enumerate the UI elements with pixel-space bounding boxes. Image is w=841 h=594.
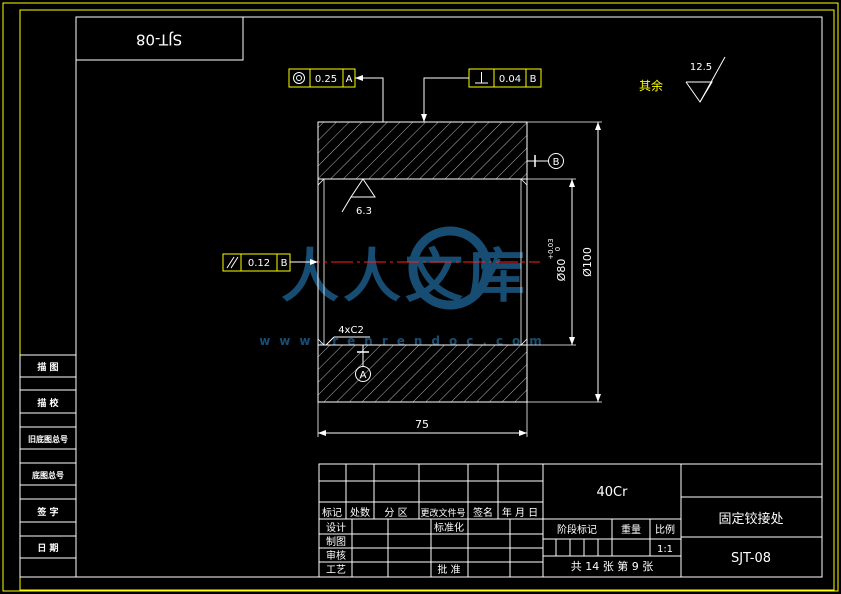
- parallelism-icon: [226, 256, 239, 269]
- perpendicularity-datum: B: [530, 74, 537, 85]
- weight-header: 重量: [621, 523, 641, 536]
- scale-value: 1:1: [657, 544, 673, 555]
- surface-finish-bore-value: 6.3: [356, 206, 372, 217]
- side-label-base-number: 底图总号: [31, 470, 64, 480]
- surface-finish-general: 其余 12.5: [639, 56, 726, 103]
- side-label-date: 日 期: [37, 542, 58, 554]
- rev-header-signature: 签名: [473, 506, 493, 519]
- surface-finish-general-value: 12.5: [690, 62, 712, 73]
- title-block: [318, 463, 823, 578]
- chamfer-callout: 4xC2: [325, 325, 370, 346]
- part-name: 固定铰接处: [718, 511, 783, 527]
- mirrored-part-code: SJT-08: [136, 31, 182, 49]
- rev-header-mark: 标记: [322, 507, 342, 519]
- perpendicularity-icon: [475, 72, 488, 84]
- side-label-signature: 签 字: [36, 506, 58, 518]
- datum-a-symbol: A: [355, 345, 371, 382]
- surface-finish-bore: 6.3: [341, 178, 376, 217]
- standardization-label: 标准化: [434, 521, 464, 534]
- bore-tolerance-upper: +0.03: [547, 238, 555, 259]
- rev-header-change-doc: 更改文件号: [420, 507, 465, 519]
- length-value: 75: [415, 418, 429, 431]
- part-number: SJT-08: [731, 551, 771, 566]
- watermark: 人人文库 www.renrendoc.com: [259, 226, 542, 348]
- bore-tolerance-lower: 0: [554, 247, 562, 251]
- watermark-text: 人人文库: [281, 242, 529, 310]
- lower-wall-section: [317, 344, 528, 403]
- surface-finish-other-label: 其余: [639, 78, 663, 93]
- side-label-trace-check: 描 校: [37, 397, 59, 409]
- datum-b-symbol: B: [527, 153, 564, 169]
- rev-header-count: 处数: [350, 506, 370, 519]
- outer-diameter-dimension: Ø100: [527, 121, 602, 403]
- side-label-trace: 描 图: [37, 361, 58, 373]
- outer-diameter-value: Ø100: [581, 247, 594, 277]
- approval-label: 批 准: [437, 563, 460, 576]
- roughness-triangle-icon: [350, 178, 376, 198]
- code-box: [75, 16, 244, 61]
- parallelism-datum: B: [281, 258, 288, 269]
- chamfer-label: 4xC2: [338, 325, 364, 336]
- sig-row-process: 工艺: [326, 564, 346, 576]
- length-dimension: 75: [317, 402, 528, 437]
- datum-b-label: B: [553, 157, 560, 168]
- bore-diameter-value: Ø80: [555, 259, 568, 282]
- stage-mark-header: 阶段标记: [557, 523, 597, 536]
- sheet-count: 共 14 张 第 9 张: [571, 559, 653, 573]
- concentricity-value: 0.25: [315, 74, 337, 85]
- rev-header-zone: 分 区: [384, 507, 407, 519]
- datum-a-label: A: [360, 370, 367, 381]
- title-block-text: 标记 处数 分 区 更改文件号 签名 年 月 日 设计 制图 审核 工艺 标准化…: [322, 485, 784, 576]
- scale-header: 比例: [655, 523, 675, 536]
- parallelism-value: 0.12: [248, 258, 270, 269]
- material-label: 40Cr: [597, 485, 629, 500]
- side-block: 描 图 描 校 旧底图总号 底图总号 签 字 日 期: [19, 354, 77, 578]
- rev-header-date: 年 月 日: [502, 506, 538, 519]
- concentricity-frame: 0.25 A: [288, 68, 384, 122]
- upper-wall-section: [317, 121, 528, 180]
- perpendicularity-value: 0.04: [499, 74, 521, 85]
- drawing-border: [19, 9, 835, 591]
- part-section: [298, 121, 540, 403]
- side-label-old-base-number: 旧底图总号: [28, 434, 68, 444]
- bore-diameter-dimension: Ø80 +0.03 0: [527, 178, 576, 346]
- concentricity-icon: [293, 72, 305, 84]
- roughness-symbol-icon: [685, 81, 713, 103]
- sig-row-design: 设计: [326, 521, 346, 534]
- sig-row-drawing: 制图: [326, 535, 346, 548]
- perpendicularity-frame: 0.04 B: [421, 68, 542, 122]
- sig-row-review: 审核: [326, 549, 346, 562]
- watermark-logo-ring: [408, 226, 492, 310]
- concentricity-datum: A: [346, 74, 353, 85]
- parallelism-frame: 0.12 B: [222, 253, 318, 272]
